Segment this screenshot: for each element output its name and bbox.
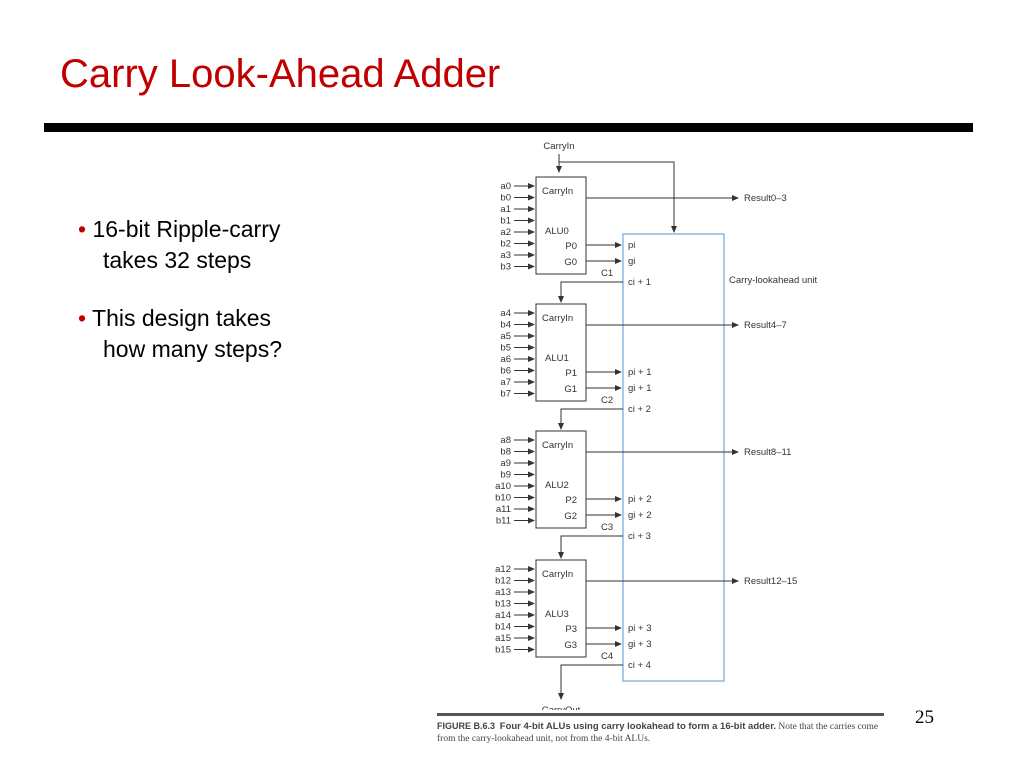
alu-generate-label: G0 bbox=[564, 257, 577, 268]
alu-input-label: a14 bbox=[495, 610, 511, 621]
cla-carry-output-label: ci + 1 bbox=[628, 277, 651, 288]
cla-carry-output-label: ci + 2 bbox=[628, 404, 651, 415]
alu-block bbox=[535, 176, 587, 275]
figure-caption: FIGURE B.6.3 Four 4-bit ALUs using carry… bbox=[437, 720, 897, 745]
carryin-to-cla-wire bbox=[559, 161, 677, 233]
alu-generate-label: G1 bbox=[564, 384, 577, 395]
alu-input-label: b6 bbox=[500, 366, 511, 377]
alu-input-label: a2 bbox=[500, 227, 511, 238]
alu-input-label: a6 bbox=[500, 354, 511, 365]
alu-carryin-label: CarryIn bbox=[542, 186, 573, 197]
cla-p-input-label: pi + 3 bbox=[628, 623, 652, 634]
alu-input-label: a0 bbox=[500, 181, 511, 192]
alu-generate-label: G3 bbox=[564, 640, 577, 651]
carryout-wire bbox=[558, 664, 623, 700]
alu-input-label: b3 bbox=[500, 262, 511, 273]
alu-input-label: a9 bbox=[500, 458, 511, 469]
result-label: Result12–15 bbox=[744, 576, 797, 587]
bullet-text: 16-bit Ripple-carry bbox=[92, 216, 281, 242]
alu-input-label: a3 bbox=[500, 250, 511, 261]
carry-to-next-alu-wire bbox=[558, 281, 623, 303]
cla-p-input-label: pi + 2 bbox=[628, 494, 652, 505]
alu-block bbox=[535, 559, 587, 658]
alu-block bbox=[535, 303, 587, 402]
carry-lookahead-unit bbox=[622, 233, 725, 682]
cla-adder-diagram: Carry-lookahead unitCarryInCarryInALU0P0… bbox=[495, 141, 818, 710]
carry-label: C1 bbox=[601, 268, 613, 279]
alu-input-label: b0 bbox=[500, 193, 511, 204]
figure-title: Four 4-bit ALUs using carry lookahead to… bbox=[499, 721, 777, 732]
cla-g-input-label: gi + 2 bbox=[628, 510, 652, 521]
carryout-label: CarryOut bbox=[542, 705, 581, 710]
carry-to-next-alu-wire bbox=[558, 408, 623, 430]
cla-carry-output-label: ci + 4 bbox=[628, 660, 651, 671]
bullet-text-continued: how many steps? bbox=[103, 336, 282, 362]
carry-label: C3 bbox=[601, 522, 613, 533]
alu-input-label: b10 bbox=[495, 493, 511, 504]
alu-input-label: b5 bbox=[500, 343, 511, 354]
alu-input-label: b14 bbox=[495, 622, 511, 633]
alu-input-label: b1 bbox=[500, 216, 511, 227]
result-label: Result4–7 bbox=[744, 320, 787, 331]
alu-input-label: b12 bbox=[495, 576, 511, 587]
alu-input-label: a12 bbox=[495, 564, 511, 575]
alu-name-label: ALU1 bbox=[545, 353, 569, 364]
bullet-text-continued: takes 32 steps bbox=[103, 247, 252, 273]
bullet-dot: • bbox=[78, 305, 87, 331]
cla-g-input-label: gi bbox=[628, 256, 635, 267]
alu-input-label: b11 bbox=[496, 516, 511, 527]
alu-carryin-label: CarryIn bbox=[542, 440, 573, 451]
alu-input-label: a13 bbox=[495, 587, 511, 598]
alu-name-label: ALU0 bbox=[545, 226, 569, 237]
alu-name-label: ALU3 bbox=[545, 609, 569, 620]
bullet-item: • This design takes how many steps? bbox=[78, 303, 282, 365]
alu-generate-label: G2 bbox=[564, 511, 577, 522]
carry-label: C2 bbox=[601, 395, 613, 406]
alu-input-label: b2 bbox=[500, 239, 511, 250]
alu-propagate-label: P2 bbox=[565, 495, 577, 506]
cla-p-input-label: pi + 1 bbox=[628, 367, 652, 378]
page-number: 25 bbox=[915, 707, 934, 728]
alu-carryin-label: CarryIn bbox=[542, 313, 573, 324]
cla-carry-output-label: ci + 3 bbox=[628, 531, 651, 542]
caption-divider bbox=[437, 713, 884, 716]
carry-to-next-alu-wire bbox=[558, 535, 623, 559]
alu-input-label: b15 bbox=[495, 645, 511, 656]
alu-input-label: a11 bbox=[496, 504, 511, 515]
alu-input-label: b4 bbox=[500, 320, 511, 331]
alu-propagate-label: P0 bbox=[565, 241, 577, 252]
bullet-item: • 16-bit Ripple-carry takes 32 steps bbox=[78, 214, 282, 276]
alu-input-label: a10 bbox=[495, 481, 511, 492]
alu-input-label: b9 bbox=[500, 470, 511, 481]
cla-p-input-label: pi bbox=[628, 240, 635, 251]
bullet-text: This design takes bbox=[92, 305, 272, 331]
alu-input-label: a1 bbox=[500, 204, 511, 215]
bullet-list: • 16-bit Ripple-carry takes 32 steps • T… bbox=[78, 214, 282, 392]
figure-note: Note that the carries come from the carr… bbox=[437, 722, 879, 744]
carry-label: C4 bbox=[601, 651, 613, 662]
alu-input-label: a5 bbox=[500, 331, 511, 342]
bullet-dot: • bbox=[78, 216, 87, 242]
carry-lookahead-label: Carry-lookahead unit bbox=[729, 275, 818, 286]
alu-block bbox=[535, 430, 587, 529]
result-label: Result8–11 bbox=[744, 447, 791, 458]
alu-input-label: a4 bbox=[500, 308, 511, 319]
alu-propagate-label: P3 bbox=[565, 624, 577, 635]
alu-input-label: a7 bbox=[500, 377, 511, 388]
alu-propagate-label: P1 bbox=[565, 368, 577, 379]
title-divider bbox=[44, 123, 973, 132]
alu-input-label: b8 bbox=[500, 447, 511, 458]
result-label: Result0–3 bbox=[744, 193, 787, 204]
alu-input-label: a15 bbox=[495, 633, 511, 644]
alu-carryin-label: CarryIn bbox=[542, 569, 573, 580]
alu-input-label: b7 bbox=[500, 389, 511, 400]
slide-title: Carry Look-Ahead Adder bbox=[60, 52, 501, 96]
carryin-top-label: CarryIn bbox=[543, 141, 574, 152]
alu-input-label: a8 bbox=[500, 435, 511, 446]
alu-input-label: b13 bbox=[495, 599, 511, 610]
alu-name-label: ALU2 bbox=[545, 480, 569, 491]
figure-number: FIGURE B.6.3 bbox=[437, 721, 496, 731]
cla-g-input-label: gi + 3 bbox=[628, 639, 652, 650]
cla-g-input-label: gi + 1 bbox=[628, 383, 652, 394]
